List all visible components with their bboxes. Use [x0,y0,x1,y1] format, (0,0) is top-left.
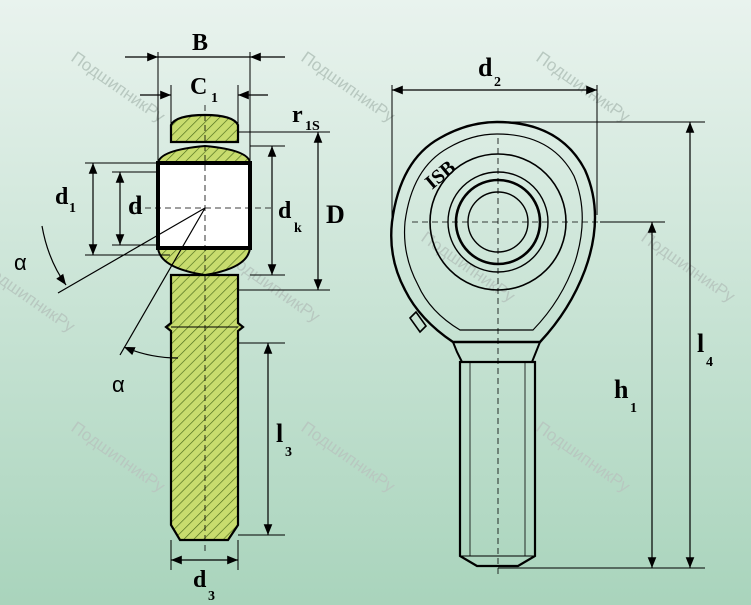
front-view [390,85,705,575]
dimension-subscript-d2: 2 [494,75,501,90]
dimension-label-dk: d [278,198,292,224]
dimension-label-C1: C [190,74,207,100]
shank-section [164,273,245,542]
dimension-subscript-l4: 4 [706,355,713,370]
dimension-subscript-r1s: 1S [305,119,320,134]
dimension-subscript-l3: 3 [285,445,292,460]
section-view [41,52,330,570]
ball-lower-section [156,247,252,277]
dimension-label-B: B [192,30,208,56]
dimension-label-D: D [326,200,345,229]
angle-label-alpha-bottom: α [112,372,125,397]
dimension-subscript-d3: 3 [208,589,215,604]
lube-nipple [408,310,428,334]
bore [156,161,252,250]
dimension-subscript-dk: k [294,221,302,236]
housing-top-section [169,113,240,144]
dimension-label-r1s: r [292,102,303,128]
housing-inner-outline [403,133,583,331]
dimension-label-d2: d [478,53,493,82]
dimension-subscript-C1: 1 [211,91,218,106]
dimension-label-d3: d [193,567,207,593]
dimension-subscript-h1: 1 [630,401,637,416]
dimension-label-d1: d [55,184,69,210]
housing-outline [390,120,597,344]
dimension-label-l3: l [276,419,283,448]
dimension-label-l4: l [697,329,704,358]
angle-label-alpha-top: α [14,250,27,275]
dimension-label-h1: h [614,375,629,404]
dimension-subscript-d1: 1 [69,201,76,216]
dimension-label-d: d [128,191,143,220]
